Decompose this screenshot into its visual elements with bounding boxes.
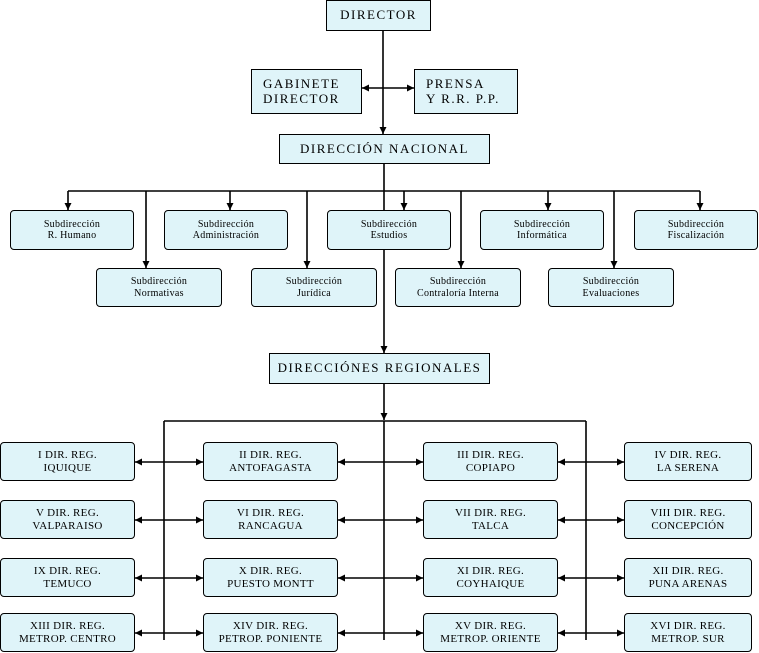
subdireccion-bottom-2-line-2: Jurídica — [296, 287, 332, 299]
regional-1-4: IV DIR. REG.LA SERENA — [624, 442, 752, 481]
regional-1-3-line-2: COPIAPO — [465, 461, 516, 474]
regional-2-1-line-1: V DIR. REG. — [36, 506, 99, 519]
regional-4-2-line-1: XIV DIR. REG. — [232, 619, 309, 632]
regional-2-1: V DIR. REG.VALPARAISO — [0, 500, 135, 539]
regional-4-3-line-2: METROP. ORIENTE — [440, 632, 541, 645]
regional-3-1: IX DIR. REG.TEMUCO — [0, 558, 135, 597]
subdireccion-top-2-line-1: Subdirección — [197, 218, 255, 230]
regional-1-2-line-1: II DIR. REG. — [239, 448, 302, 461]
subdireccion-top-2-line-2: Administración — [192, 230, 260, 241]
regional-1-1-line-1: I DIR. REG. — [38, 448, 97, 461]
director-box: DIRECTOR — [326, 0, 431, 31]
regional-4-2: XIV DIR. REG.PETROP. PONIENTE — [203, 613, 338, 652]
regional-4-1-line-1: XIII DIR. REG. — [29, 619, 106, 632]
regional-4-4-line-1: XVI DIR. REG. — [650, 619, 726, 632]
subdireccion-top-3-line-1: Subdirección — [360, 218, 418, 230]
regional-2-3-line-1: VII DIR. REG. — [454, 506, 527, 519]
regional-2-2-line-2: RANCAGUA — [238, 519, 303, 532]
regional-1-4-line-1: IV DIR. REG. — [654, 448, 722, 461]
regional-3-3: XI DIR. REG.COYHAIQUE — [423, 558, 558, 597]
direcciones-regionales-box-line-1: DIRECCIÓNES REGIONALES — [277, 360, 482, 376]
subdireccion-top-1-line-2: R. Humano — [47, 230, 97, 241]
subdireccion-top-4-line-2: Informática — [517, 230, 567, 241]
director-box-line-1: DIRECTOR — [340, 7, 417, 23]
regional-4-1-line-2: METROP. CENTRO — [18, 632, 117, 645]
regional-2-1-line-2: VALPARAISO — [32, 519, 103, 532]
regional-3-1-line-2: TEMUCO — [43, 577, 92, 590]
regional-4-4: XVI DIR. REG.METROP. SUR — [624, 613, 752, 652]
regional-1-2: II DIR. REG.ANTOFAGASTA — [203, 442, 338, 481]
regional-4-4-line-2: METROP. SUR — [651, 632, 725, 645]
subdireccion-bottom-4-line-2: Evaluaciones — [582, 287, 640, 299]
regional-1-3-line-1: III DIR. REG. — [457, 448, 524, 461]
regional-3-3-line-2: COYHAIQUE — [456, 577, 525, 590]
subdireccion-top-3-line-2: Estudios — [370, 230, 408, 241]
direcciones-regionales-box: DIRECCIÓNES REGIONALES — [269, 353, 490, 384]
subdireccion-top-4-line-1: Subdirección — [513, 218, 571, 230]
gabinete-director-box-line-2: DIRECTOR — [263, 90, 340, 106]
regional-2-4-line-2: CONCEPCIÓN — [651, 519, 725, 532]
subdireccion-top-5-line-2: Fiscalización — [667, 230, 725, 241]
regional-4-3: XV DIR. REG.METROP. ORIENTE — [423, 613, 558, 652]
regional-3-1-line-1: IX DIR. REG. — [33, 564, 102, 577]
subdireccion-bottom-1-line-1: Subdirección — [130, 276, 188, 287]
regional-4-3-line-1: XV DIR. REG. — [454, 619, 527, 632]
subdireccion-top-5-line-1: Subdirección — [667, 218, 725, 230]
prensa-box-line-2: Y R.R. P.P. — [426, 90, 500, 106]
regional-2-2: VI DIR. REG.RANCAGUA — [203, 500, 338, 539]
regional-1-3: III DIR. REG.COPIAPO — [423, 442, 558, 481]
direccion-nacional-box: DIRECCIÓN NACIONAL — [279, 134, 490, 164]
regional-4-2-line-2: PETROP. PONIENTE — [218, 632, 323, 645]
subdireccion-bottom-4-line-1: Subdirección — [582, 276, 640, 287]
regional-1-4-line-2: LA SERENA — [656, 461, 720, 474]
gabinete-director-box-line-1: GABINETE — [263, 75, 340, 91]
regional-3-2-line-2: PUESTO MONTT — [227, 577, 314, 590]
subdireccion-bottom-3-line-2: Contraloría Interna — [416, 287, 500, 299]
subdireccion-bottom-3-line-1: Subdirección — [429, 276, 487, 287]
regional-3-4-line-1: XII DIR. REG. — [652, 564, 724, 577]
subdireccion-bottom-1-line-2: Normativas — [134, 287, 184, 299]
regional-2-4-line-1: VIII DIR. REG. — [650, 506, 726, 519]
regional-3-2: X DIR. REG.PUESTO MONTT — [203, 558, 338, 597]
regional-1-2-line-2: ANTOFAGASTA — [229, 461, 312, 474]
regional-3-4-line-2: PUNA ARENAS — [648, 577, 728, 590]
regional-1-1-line-2: IQUIQUE — [43, 461, 92, 474]
subdireccion-top-1-line-1: Subdirección — [43, 218, 101, 230]
regional-3-4: XII DIR. REG.PUNA ARENAS — [624, 558, 752, 597]
regional-2-4: VIII DIR. REG.CONCEPCIÓN — [624, 500, 752, 539]
regional-3-2-line-1: X DIR. REG. — [238, 564, 303, 577]
regional-2-3: VII DIR. REG.TALCA — [423, 500, 558, 539]
prensa-box-line-1: PRENSA — [426, 75, 485, 91]
regional-1-1: I DIR. REG.IQUIQUE — [0, 442, 135, 481]
regional-4-1: XIII DIR. REG.METROP. CENTRO — [0, 613, 135, 652]
direccion-nacional-box-line-1: DIRECCIÓN NACIONAL — [300, 140, 469, 156]
regional-2-2-line-1: VI DIR. REG. — [236, 506, 305, 519]
regional-2-3-line-2: TALCA — [471, 519, 510, 532]
regional-3-3-line-1: XI DIR. REG. — [456, 564, 525, 577]
subdireccion-bottom-2-line-1: Subdirección — [285, 276, 343, 287]
